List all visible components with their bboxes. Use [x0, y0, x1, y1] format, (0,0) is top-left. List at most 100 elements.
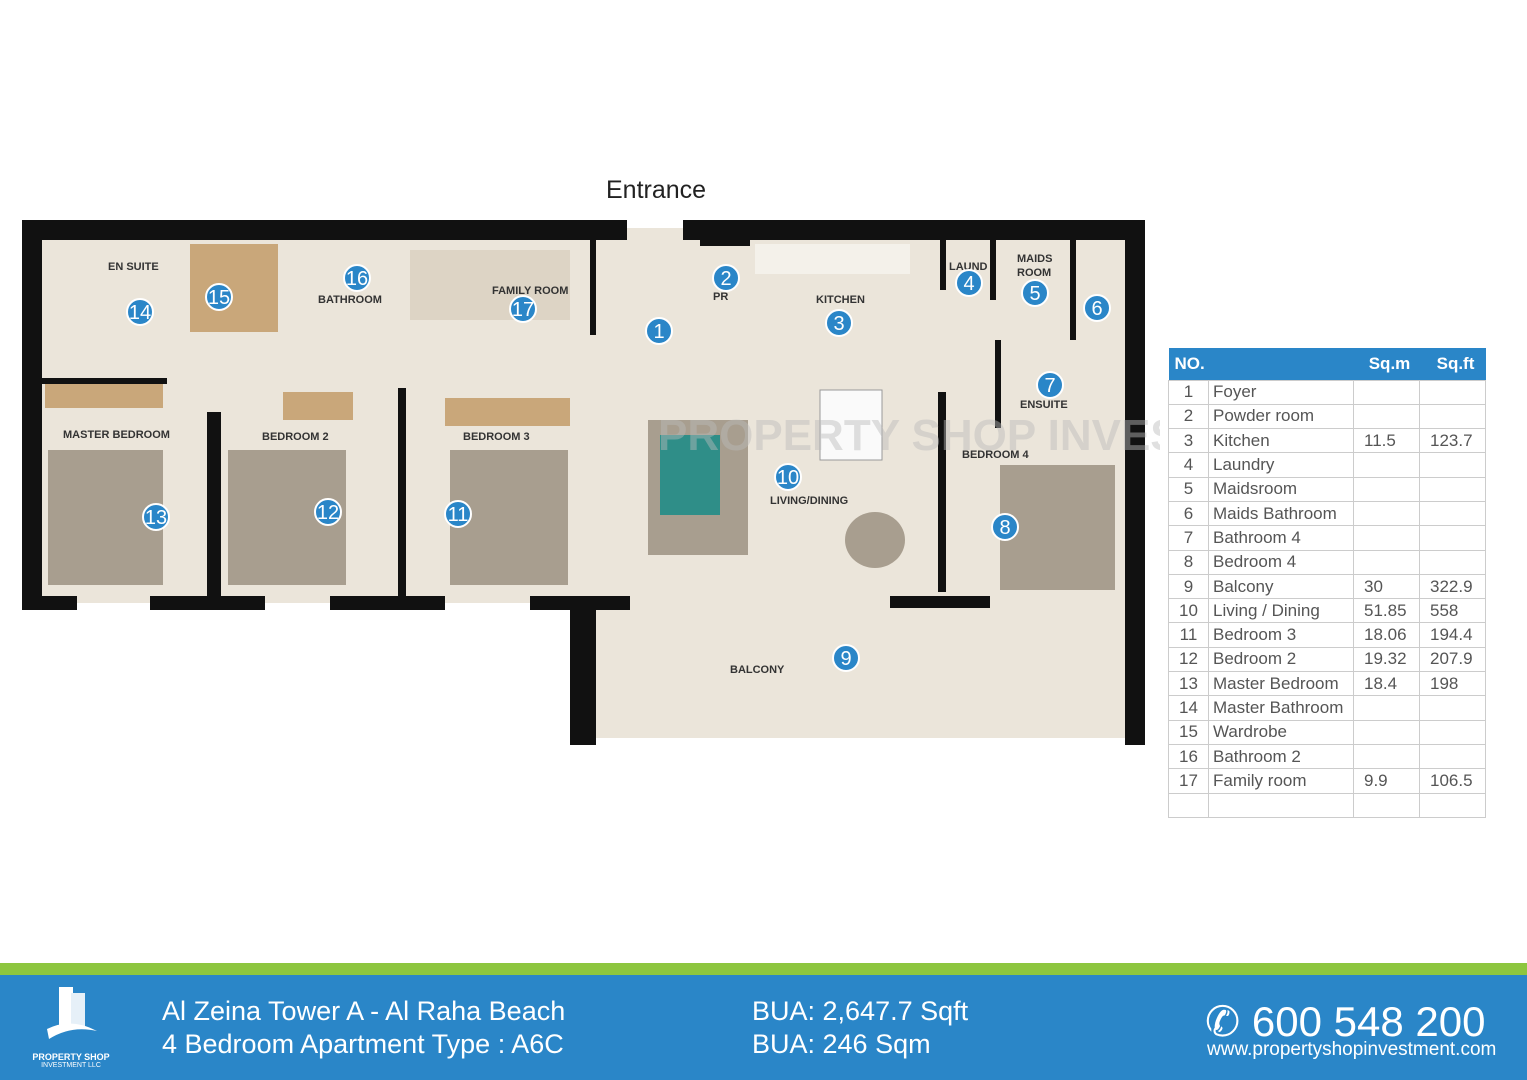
label-balcony: BALCONY	[730, 664, 785, 676]
phone-icon: ✆	[1205, 998, 1241, 1045]
room-marker-number: 11	[448, 504, 469, 526]
row-number: 3	[1168, 428, 1209, 454]
row-number: 13	[1168, 671, 1209, 697]
apartment-type: 4 Bedroom Apartment Type : A6C	[162, 1029, 564, 1059]
area-sqft	[1419, 743, 1486, 770]
phone-number[interactable]: ✆ 600 548 200	[1205, 997, 1485, 1046]
label-laund: LAUND	[949, 261, 988, 273]
room-name: Maidsroom	[1208, 476, 1354, 502]
label-kitchen: KITCHEN	[816, 294, 865, 306]
room-marker	[1083, 294, 1111, 322]
area-sqm	[1353, 743, 1420, 770]
label-maids: MAIDS	[1017, 253, 1052, 265]
area-sqft	[1419, 719, 1486, 745]
area-sqft	[1419, 403, 1486, 430]
room-marker-number: 2	[720, 268, 731, 290]
room-name: Laundry	[1208, 452, 1354, 478]
area-sqft	[1419, 525, 1486, 551]
room-name: Bedroom 3	[1208, 622, 1354, 648]
row-number: 2	[1168, 403, 1209, 430]
label-bedroom-2: BEDROOM 2	[262, 431, 329, 443]
project-name: Al Zeina Tower A - Al Raha Beach	[162, 996, 566, 1026]
area-sqft	[1419, 695, 1486, 721]
room-marker-number: 9	[840, 648, 851, 670]
label-bedroom-4: BEDROOM 4	[962, 449, 1030, 461]
area-sqm: 18.4	[1353, 671, 1420, 697]
row-number: 10	[1168, 598, 1209, 624]
room-name: Master Bedroom	[1208, 671, 1354, 697]
room-labels: EN SUITE BATHROOM FAMILY ROOM PR KITCHEN…	[63, 253, 1068, 676]
area-sqm	[1353, 403, 1420, 430]
area-sqft	[1419, 476, 1486, 502]
area-sqft	[1419, 379, 1486, 405]
area-sqft: 106.5	[1419, 768, 1486, 794]
table-row	[1168, 792, 1486, 818]
area-sqft	[1419, 549, 1486, 575]
label-pr: PR	[713, 291, 728, 303]
company-logo: PROPERTY SHOP INVESTMENT LLC	[26, 983, 116, 1069]
row-number: 15	[1168, 719, 1209, 745]
label-living-dining: LIVING/DINING	[770, 495, 848, 507]
area-sqm: 30	[1353, 573, 1420, 600]
logo-title: PROPERTY SHOP	[32, 1052, 110, 1062]
room-name: Powder room	[1208, 403, 1354, 430]
area-sqft	[1419, 452, 1486, 478]
room-name: Wardrobe	[1208, 719, 1354, 745]
row-number: 5	[1168, 476, 1209, 502]
room-marker	[825, 309, 853, 337]
room-marker-number: 15	[208, 287, 230, 309]
area-sqm	[1353, 719, 1420, 745]
website-link[interactable]: www.propertyshopinvestment.com	[1207, 1039, 1497, 1060]
area-sqm	[1353, 452, 1420, 478]
room-marker	[142, 503, 170, 531]
row-number: 12	[1168, 646, 1209, 673]
room-marker	[1021, 279, 1049, 307]
room-marker	[991, 513, 1019, 541]
area-sqm	[1353, 379, 1420, 405]
row-number: 6	[1168, 500, 1209, 527]
area-sqm: 11.5	[1353, 428, 1420, 454]
phone-text: 600 548 200	[1251, 998, 1486, 1045]
area-sqm	[1353, 525, 1420, 551]
room-marker-number: 14	[129, 302, 151, 324]
room-name: Foyer	[1208, 379, 1354, 405]
room-name: Bathroom 4	[1208, 525, 1354, 551]
area-sqft: 207.9	[1419, 646, 1486, 673]
floor-plan: PROPERTY SHOP INVESTMENT LLC EN SUITE BA…	[22, 220, 1160, 745]
room-marker	[343, 264, 371, 292]
entrance-label: Entrance	[606, 176, 707, 204]
header-no: NO.	[1168, 348, 1354, 380]
room-marker	[205, 283, 233, 311]
header-sqm: Sq.m	[1353, 348, 1420, 380]
row-number: 14	[1168, 695, 1209, 721]
area-sqft	[1419, 792, 1486, 818]
label-room: ROOM	[1017, 267, 1051, 279]
label-en-suite: EN SUITE	[108, 261, 159, 273]
room-marker	[314, 498, 342, 526]
building-logo-icon	[47, 987, 97, 1039]
row-number: 16	[1168, 743, 1209, 770]
room-marker	[955, 269, 983, 297]
room-marker	[509, 295, 537, 323]
row-number: 8	[1168, 549, 1209, 575]
row-number: 1	[1168, 379, 1209, 405]
row-number: 11	[1168, 622, 1209, 648]
header-sqft: Sq.ft	[1419, 348, 1486, 380]
room-marker	[645, 317, 673, 345]
area-sqm	[1353, 695, 1420, 721]
room-marker	[774, 463, 802, 491]
room-name: Bedroom 2	[1208, 646, 1354, 673]
area-sqm	[1353, 549, 1420, 575]
area-sqft: 322.9	[1419, 573, 1486, 600]
area-sqm	[1353, 500, 1420, 527]
area-sqm: 51.85	[1353, 598, 1420, 624]
green-strip	[0, 963, 1527, 975]
room-name: Kitchen	[1208, 428, 1354, 454]
